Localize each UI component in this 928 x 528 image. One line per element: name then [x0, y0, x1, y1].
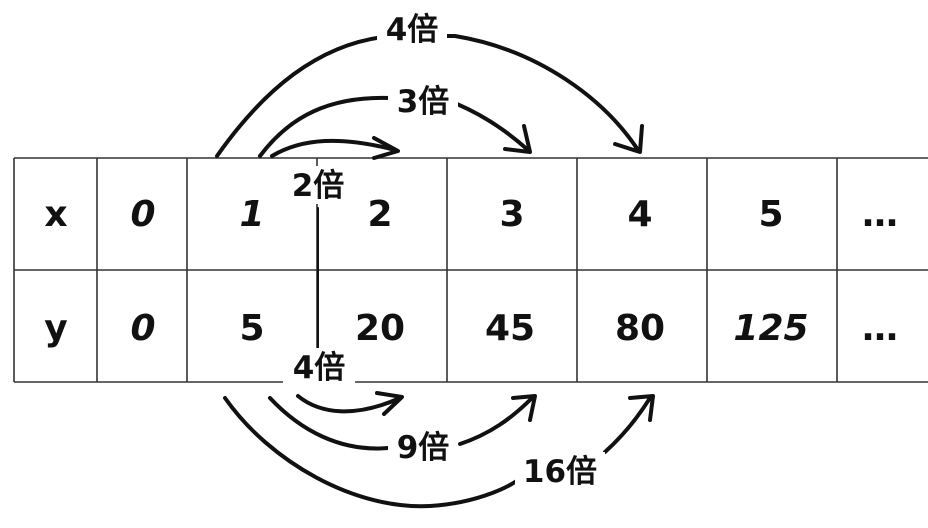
x-multiplier-label-3x: 3倍	[397, 84, 450, 120]
label-background	[388, 428, 458, 466]
x-cell-3: 3	[499, 194, 524, 235]
label-background	[377, 8, 447, 46]
y-cell-ellipsis: …	[862, 308, 898, 349]
x-cell-ellipsis: …	[862, 194, 898, 235]
label-background	[282, 166, 354, 204]
arc-x-1-to-2	[270, 138, 397, 158]
value-table: x 0 1 2 3 4 5 … y 0 5 20 45 80 125 …	[13, 157, 928, 383]
label-background	[283, 348, 355, 386]
x-multiplier-labels: 2倍 3倍 4倍	[282, 8, 458, 204]
y-cell-4: 80	[615, 308, 665, 349]
label-background	[388, 82, 458, 120]
y-multiplier-labels: 4倍 9倍 16倍	[283, 348, 605, 490]
x-cell-4: 4	[627, 194, 652, 235]
row-header-y: y	[44, 308, 67, 349]
arrowhead-icon	[613, 124, 644, 154]
y-multiplier-label-16x: 16倍	[523, 454, 597, 490]
y-multiplier-arcs	[223, 391, 655, 509]
label-background	[515, 452, 605, 490]
y-cell-0: 0	[130, 308, 155, 349]
arrowhead-icon	[628, 394, 655, 422]
x-multiplier-label-2x: 2倍	[292, 168, 345, 204]
y-multiplier-label-9x: 9倍	[397, 430, 450, 466]
y-multiplier-label-4x: 4倍	[293, 350, 346, 386]
arrowhead-icon	[372, 136, 400, 160]
arc-y-1-to-4	[223, 396, 652, 509]
row-header-x: x	[44, 194, 67, 235]
y-cell-3: 45	[485, 308, 535, 349]
y-cell-2: 20	[355, 308, 405, 349]
x-cell-5: 5	[758, 194, 783, 235]
arc-y-1-to-3	[268, 396, 534, 451]
arrowhead-icon	[503, 124, 532, 154]
x-cell-1: 1	[239, 194, 264, 235]
x-cell-0: 0	[130, 194, 155, 235]
x-cell-2: 2	[367, 194, 392, 235]
arc-y-1-to-2	[296, 394, 402, 414]
x-multiplier-label-4x: 4倍	[386, 12, 439, 48]
arrowhead-icon	[375, 391, 404, 416]
y-cell-5: 125	[733, 308, 808, 349]
arrowhead-icon	[511, 394, 537, 422]
y-cell-1: 5	[239, 308, 264, 349]
